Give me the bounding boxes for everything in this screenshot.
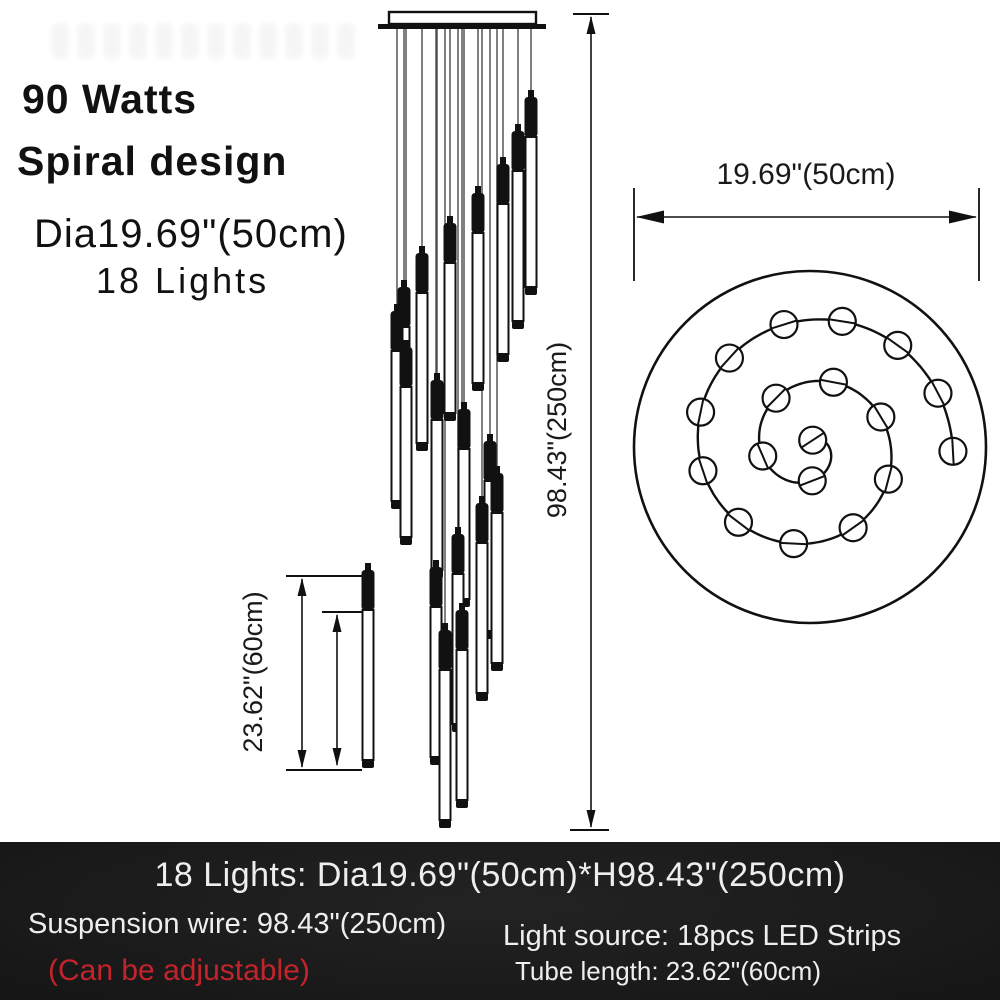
diameter-text: Dia19.69"(50cm): [34, 212, 348, 256]
spec-drawing: 98.43"(250cm) 23.62"(60cm) 19.69"(50cm): [238, 10, 988, 831]
tube-length-dimension-label: 23.62"(60cm): [238, 591, 268, 752]
diameter-dimension: 19.69"(50cm): [633, 158, 980, 281]
side-view-drawing: 98.43"(250cm) 23.62"(60cm): [238, 10, 609, 831]
banner-light-source: Light source: 18pcs LED Strips: [503, 920, 902, 952]
banner-title: 18 Lights: Dia19.69"(50cm)*H98.43"(250cm…: [154, 856, 846, 894]
banner-adjustable-note: (Can be adjustable): [48, 954, 310, 987]
lamp-positions: [685, 306, 968, 559]
watermark: [52, 24, 358, 58]
ceiling-canopy: [387, 10, 538, 26]
design-text: Spiral design: [17, 138, 288, 184]
pendant-tubes: [390, 90, 538, 828]
top-view-drawing: 19.69"(50cm): [632, 158, 988, 625]
light-count-text: 18 Lights: [96, 260, 270, 301]
ceiling-plate: [378, 24, 546, 29]
height-dimension-label: 98.43"(250cm): [542, 342, 572, 518]
tube-detail-drawing: 23.62"(60cm): [238, 563, 375, 771]
banner-tube-length: Tube length: 23.62"(60cm): [515, 956, 821, 986]
top-view-outline-circle: [632, 269, 988, 625]
height-dimension: 98.43"(250cm): [542, 13, 609, 831]
spec-banner: 18 Lights: Dia19.69"(50cm)*H98.43"(250cm…: [0, 842, 1000, 1000]
diameter-dimension-label: 19.69"(50cm): [716, 158, 895, 191]
wattage-text: 90 Watts: [22, 76, 198, 122]
banner-suspension-wire: Suspension wire: 98.43"(250cm): [28, 908, 447, 940]
